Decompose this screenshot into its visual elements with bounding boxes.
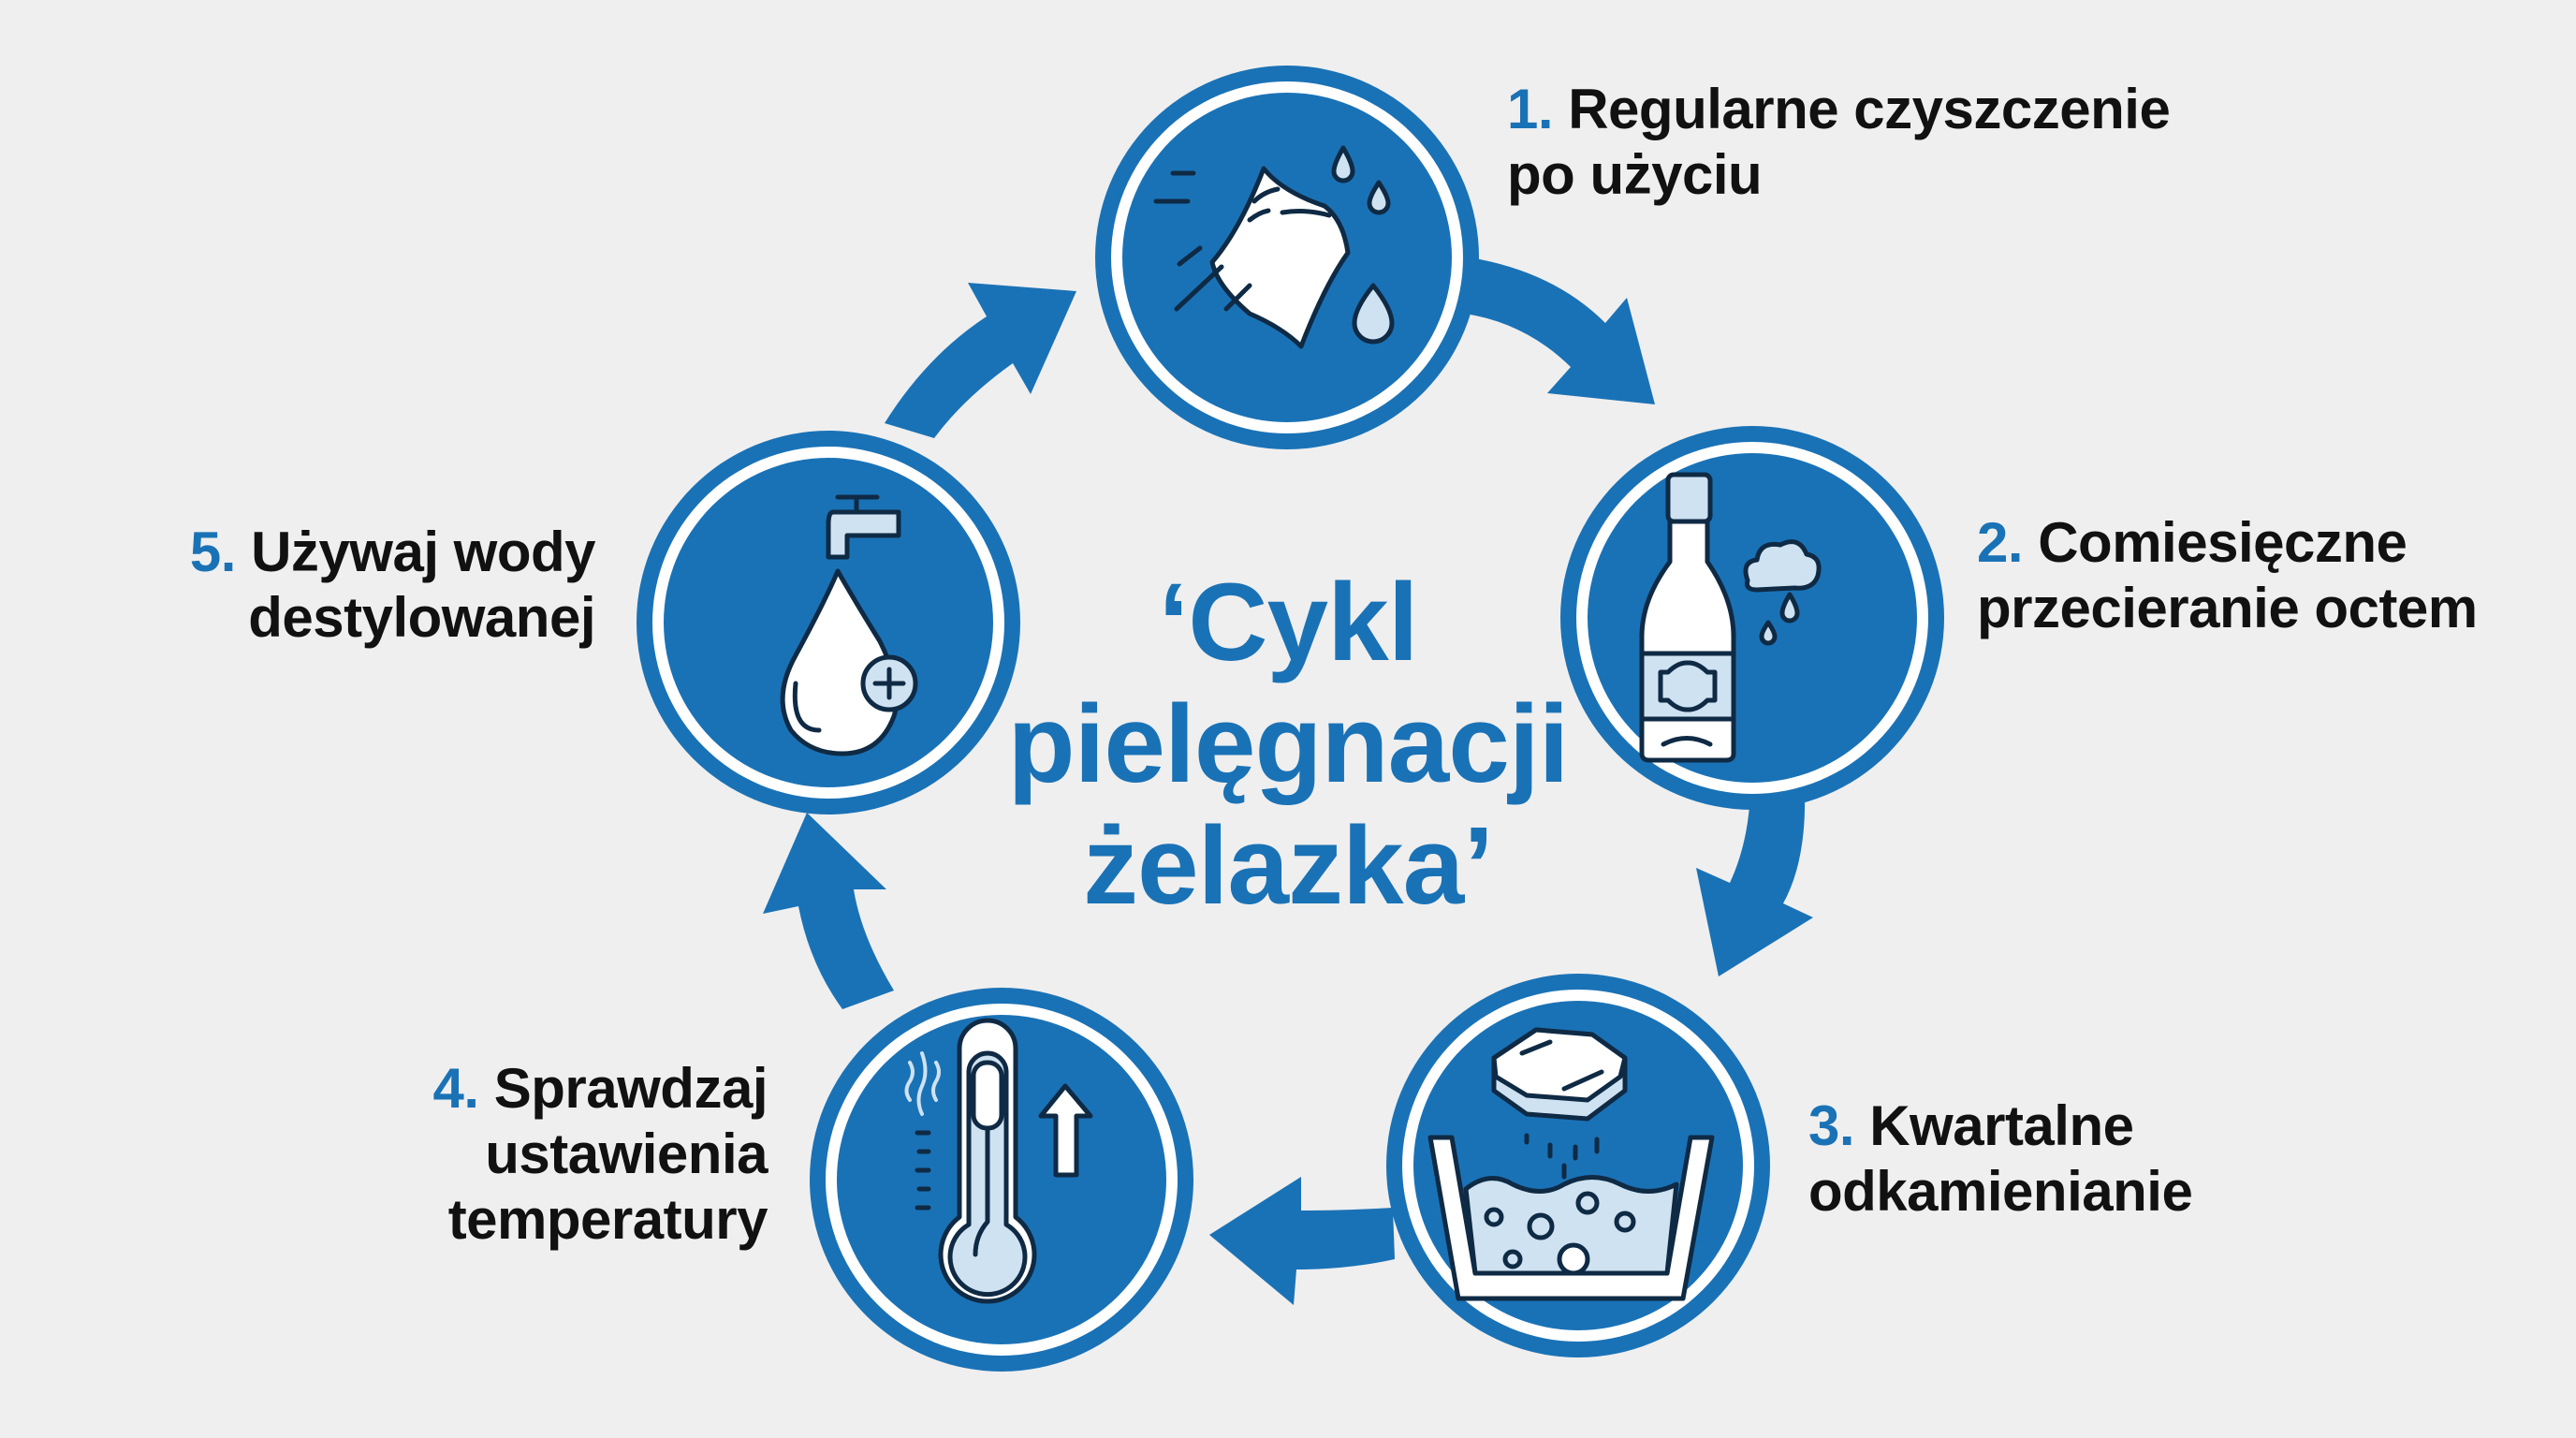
step-3-line-1: Kwartalne	[1869, 1094, 2134, 1157]
step-5-label: 5. Używaj wody destylowanej	[189, 520, 596, 651]
arrow-2-to-3	[1696, 791, 1813, 976]
step-4-number: 4.	[432, 1057, 480, 1120]
step-4-line-2: ustawienia	[485, 1123, 768, 1185]
step-4-line-3: temperatury	[447, 1188, 768, 1251]
title-line-1: ‘Cykl	[1158, 561, 1418, 684]
step-3-circle	[1386, 974, 1770, 1357]
step-4-line-1: Sprawdzaj	[493, 1057, 768, 1120]
step-2-line-2: przecieranie octem	[1977, 577, 2478, 639]
step-2-number: 2.	[1977, 511, 2024, 574]
arrow-1-to-2	[1465, 257, 1655, 404]
step-1-label: 1. Regularne czyszczenie po użyciu	[1507, 77, 2171, 208]
step-3-number: 3.	[1808, 1094, 1855, 1157]
thermometer-icon	[904, 1018, 1093, 1304]
arrow-3-to-4	[1209, 1177, 1395, 1305]
step-3-line-2: odkamienianie	[1808, 1160, 2193, 1223]
step-1-circle	[1095, 66, 1479, 449]
step-5-number: 5.	[189, 521, 237, 583]
step-5-line-2: destylowanej	[248, 586, 595, 649]
step-1-line-2: po użyciu	[1507, 143, 1763, 206]
distilled-water-icon	[780, 494, 918, 756]
step-2-circle	[1560, 426, 1944, 810]
arrow-5-to-1	[885, 283, 1076, 438]
step-1-line-1: Regularne czyszczenie	[1568, 78, 2171, 140]
step-3-label: 3. Kwartalne odkamienianie	[1808, 1093, 2193, 1225]
step-4-circle	[810, 988, 1193, 1372]
arrow-4-to-5	[763, 813, 894, 1009]
title-line-2: pielęgnacji	[1007, 682, 1570, 806]
cloth-wipe-icon	[1153, 145, 1395, 349]
vinegar-bottle-icon	[1639, 472, 1822, 763]
step-4-label: 4. Sprawdzaj ustawienia temperatury	[433, 1056, 768, 1253]
step-1-number: 1.	[1507, 78, 1554, 140]
step-5-circle	[637, 431, 1020, 814]
descaling-tablet-icon	[1427, 1027, 1715, 1301]
step-2-label: 2. Comiesięczne przecieranie octem	[1977, 510, 2478, 641]
diagram-title: ‘Cykl pielęgnacji żelazka’	[1007, 561, 1570, 928]
title-line-3: żelazka’	[1082, 804, 1494, 928]
step-2-line-1: Comiesięczne	[2038, 511, 2408, 574]
step-5-line-1: Używaj wody	[251, 521, 595, 583]
